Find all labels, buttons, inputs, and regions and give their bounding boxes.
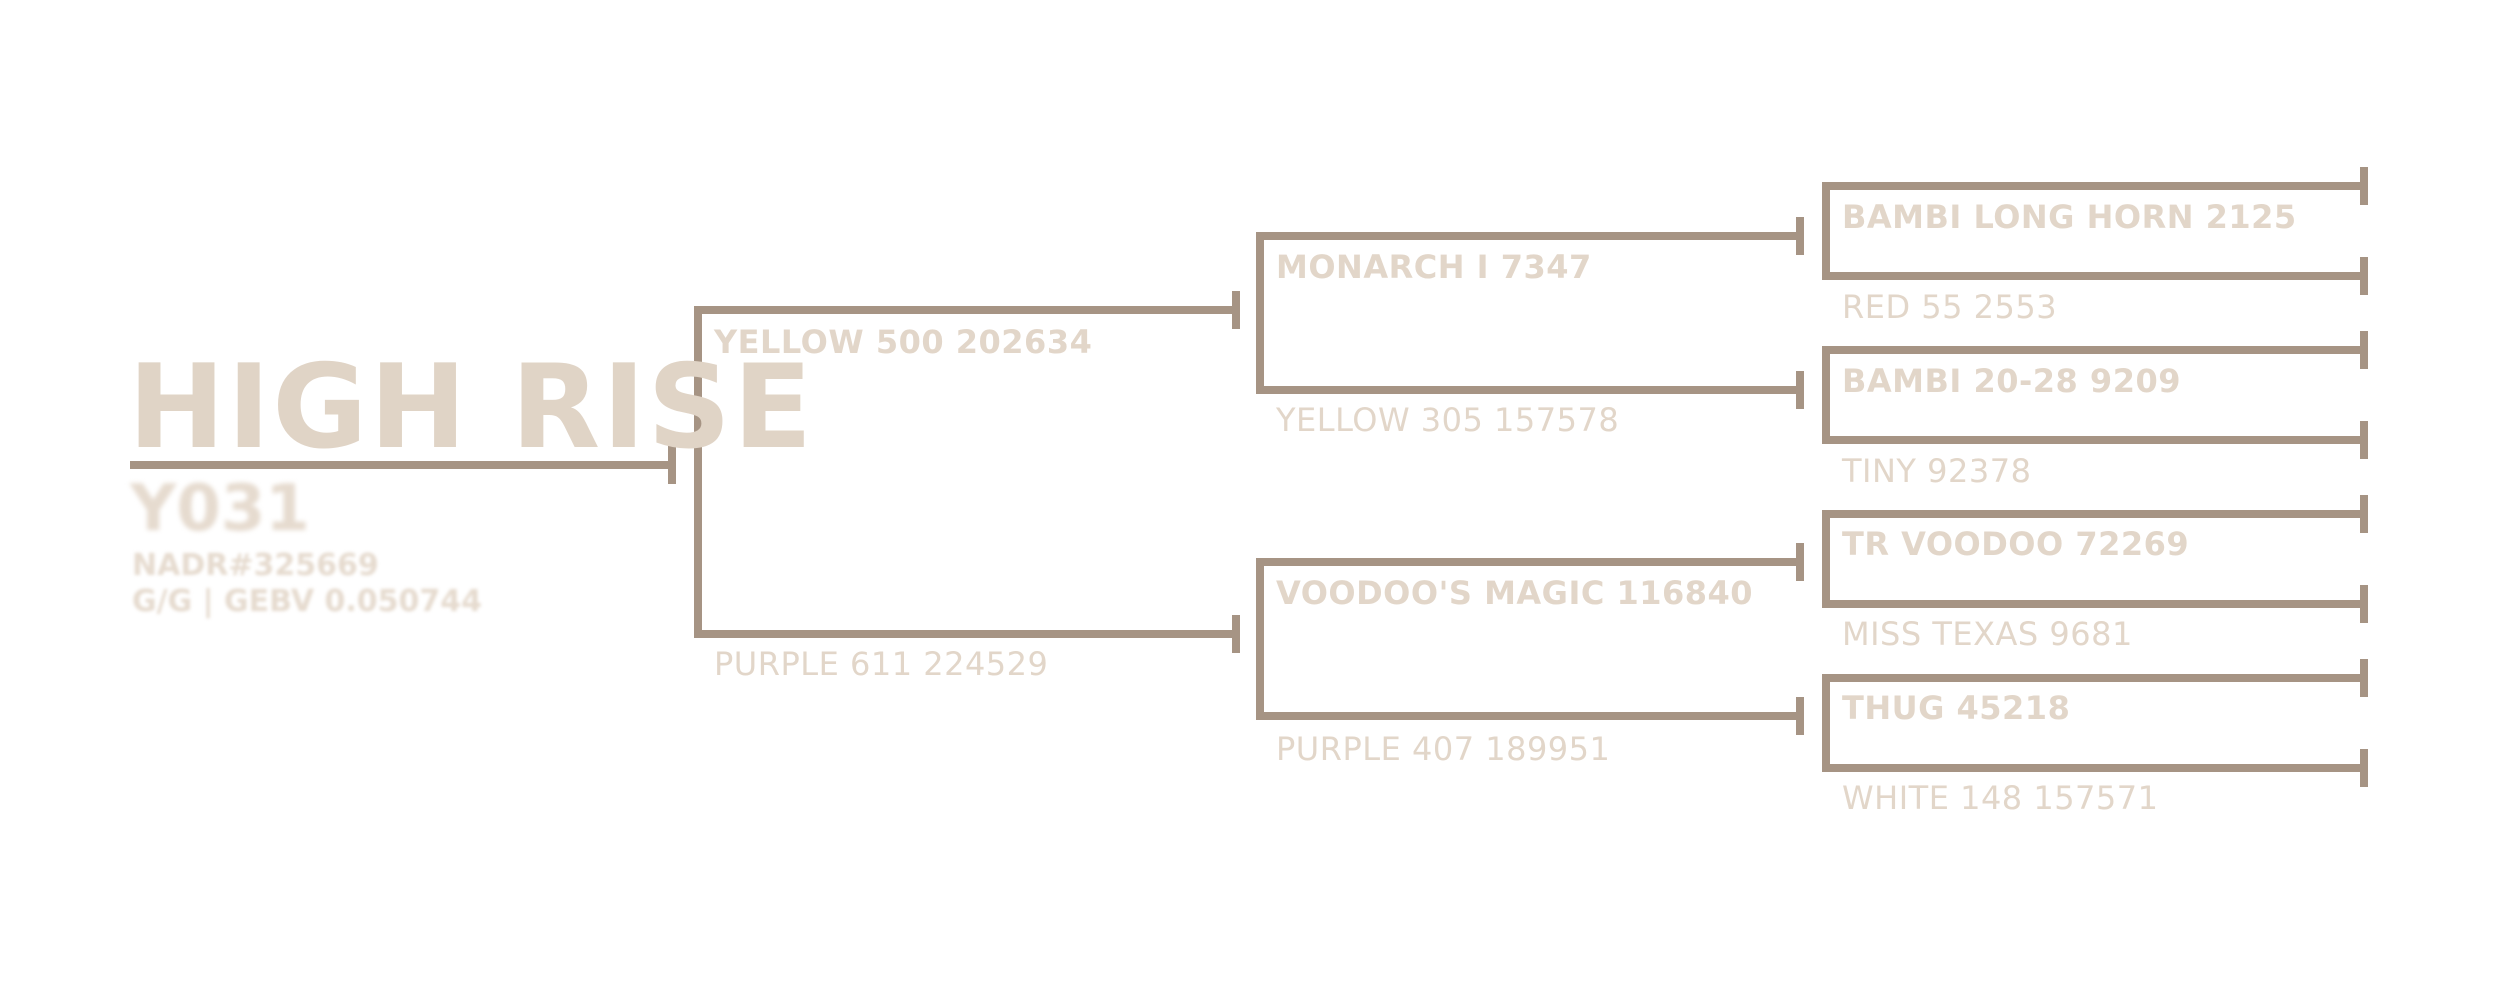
gen2-sire-bracket [1256,232,1800,394]
gen2-sire-sire-label: MONARCH I 7347 [1276,248,1592,286]
gen2-dam-sire-label: VOODOO'S MAGIC 116840 [1276,574,1754,612]
gen2-dam-bracket [1256,558,1800,720]
gen3-bracket-3 [1822,510,2364,608]
gen3-sire-label-2: BAMBI 20-28 9209 [1842,362,2181,400]
gen2-sire-dam-label: YELLOW 305 157578 [1276,401,1620,439]
gen3-bracket-4 [1822,674,2364,772]
subject-tag: Y031 [130,472,310,546]
gen3-sire-label-3: TR VOODOO 72269 [1842,525,2190,563]
gen3-bracket-2 [1822,346,2364,444]
gen3-sire-label-4: THUG 45218 [1842,689,2071,727]
gen3-dam-label-2: TINY 92378 [1842,452,2032,490]
gen3-dam-label-3: MISS TEXAS 9681 [1842,615,2133,653]
gen2-dam-dam-label: PURPLE 407 189951 [1276,730,1611,768]
gen1-sire-label: YELLOW 500 202634 [714,323,1093,361]
gen1-dam-label: PURPLE 611 224529 [714,645,1049,683]
gen3-bracket-1 [1822,182,2364,280]
gen3-dam-label-4: WHITE 148 157571 [1842,779,2159,817]
gen3-dam-label-1: RED 55 2553 [1842,288,2058,326]
subject-name: HIGH RISE [128,340,815,475]
generation1-bracket [694,306,1236,638]
subject-registration: NADR#325669 [132,548,379,583]
gen3-sire-label-1: BAMBI LONG HORN 2125 [1842,198,2297,236]
subject-genomics: G/G | GEBV 0.050744 [132,584,482,619]
